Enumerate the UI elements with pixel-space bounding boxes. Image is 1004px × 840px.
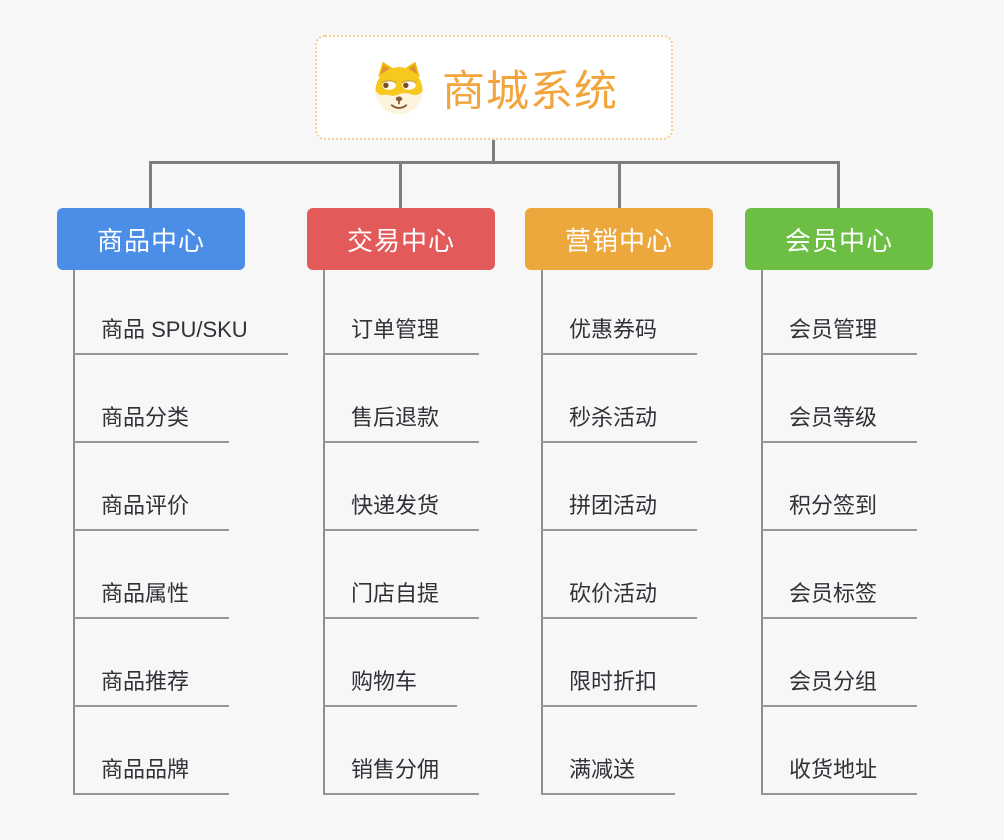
leaf-node[interactable]: 商品推荐 (73, 619, 288, 707)
leaf-label: 积分签到 (761, 488, 918, 531)
leaf-label: 商品品牌 (73, 752, 230, 795)
leaf-node[interactable]: 砍价活动 (541, 531, 698, 619)
leaf-label: 商品分类 (73, 400, 230, 443)
branch-trunk (761, 270, 763, 795)
leaf-label: 秒杀活动 (541, 400, 698, 443)
leaf-label: 售后退款 (323, 400, 480, 443)
branch-items: 商品 SPU/SKU 商品分类 商品评价 商品属性 商品推荐 商品品牌 (73, 267, 288, 795)
leaf-node[interactable]: 收货地址 (761, 707, 918, 795)
leaf-node[interactable]: 购物车 (323, 619, 479, 707)
leaf-label: 会员管理 (761, 312, 918, 355)
leaf-label: 商品 SPU/SKU (73, 312, 288, 355)
leaf-label: 会员标签 (761, 576, 918, 619)
branch-items: 会员管理 会员等级 积分签到 会员标签 会员分组 收货地址 (761, 267, 918, 795)
connector-drop-product (149, 161, 152, 208)
leaf-label: 拼团活动 (541, 488, 698, 531)
root-title: 商城系统 (442, 67, 618, 116)
leaf-label: 商品推荐 (73, 664, 230, 707)
leaf-node[interactable]: 秒杀活动 (541, 355, 698, 443)
leaf-node[interactable]: 满减送 (541, 707, 697, 795)
leaf-node[interactable]: 销售分佣 (323, 707, 480, 795)
branch-items: 优惠券码 秒杀活动 拼团活动 砍价活动 限时折扣 满减送 (541, 267, 698, 795)
leaf-label: 快递发货 (323, 488, 480, 531)
branch-header-product-center[interactable]: 商品中心 (57, 208, 245, 270)
branch-header-member-center[interactable]: 会员中心 (745, 208, 933, 270)
leaf-node[interactable]: 积分签到 (761, 443, 918, 531)
leaf-label: 收货地址 (761, 752, 918, 795)
leaf-node[interactable]: 订单管理 (323, 267, 480, 355)
branch-items: 订单管理 售后退款 快递发货 门店自提 购物车 销售分佣 (323, 267, 480, 795)
leaf-label: 砍价活动 (541, 576, 698, 619)
leaf-label: 商品属性 (73, 576, 230, 619)
leaf-node[interactable]: 会员管理 (761, 267, 918, 355)
leaf-node[interactable]: 商品评价 (73, 443, 288, 531)
leaf-node[interactable]: 商品品牌 (73, 707, 288, 795)
connector-drop-trade (399, 161, 402, 208)
leaf-node[interactable]: 商品属性 (73, 531, 288, 619)
leaf-label: 限时折扣 (541, 664, 698, 707)
leaf-label: 销售分佣 (323, 752, 480, 795)
doge-icon (370, 59, 428, 117)
leaf-label: 会员分组 (761, 664, 918, 707)
root-node[interactable]: 商城系统 (315, 35, 673, 140)
leaf-node[interactable]: 会员分组 (761, 619, 918, 707)
leaf-node[interactable]: 快递发货 (323, 443, 480, 531)
connector-root-stub (492, 140, 495, 164)
leaf-label: 优惠券码 (541, 312, 698, 355)
branch-trunk (541, 270, 543, 795)
leaf-node[interactable]: 售后退款 (323, 355, 480, 443)
leaf-node[interactable]: 商品 SPU/SKU (73, 267, 288, 355)
branch-trunk (73, 270, 75, 795)
connector-bus (149, 161, 840, 164)
leaf-label: 购物车 (323, 664, 458, 707)
leaf-node[interactable]: 商品分类 (73, 355, 288, 443)
leaf-node[interactable]: 优惠券码 (541, 267, 698, 355)
leaf-label: 会员等级 (761, 400, 918, 443)
leaf-node[interactable]: 限时折扣 (541, 619, 698, 707)
connector-drop-marketing (618, 161, 621, 208)
connector-drop-member (837, 161, 840, 208)
leaf-node[interactable]: 门店自提 (323, 531, 480, 619)
branch-header-trade-center[interactable]: 交易中心 (307, 208, 495, 270)
leaf-label: 门店自提 (323, 576, 480, 619)
leaf-node[interactable]: 会员标签 (761, 531, 918, 619)
branch-trunk (323, 270, 325, 795)
leaf-node[interactable]: 拼团活动 (541, 443, 698, 531)
branch-header-marketing-center[interactable]: 营销中心 (525, 208, 713, 270)
leaf-label: 满减送 (541, 752, 676, 795)
leaf-label: 订单管理 (323, 312, 480, 355)
leaf-label: 商品评价 (73, 488, 230, 531)
leaf-node[interactable]: 会员等级 (761, 355, 918, 443)
